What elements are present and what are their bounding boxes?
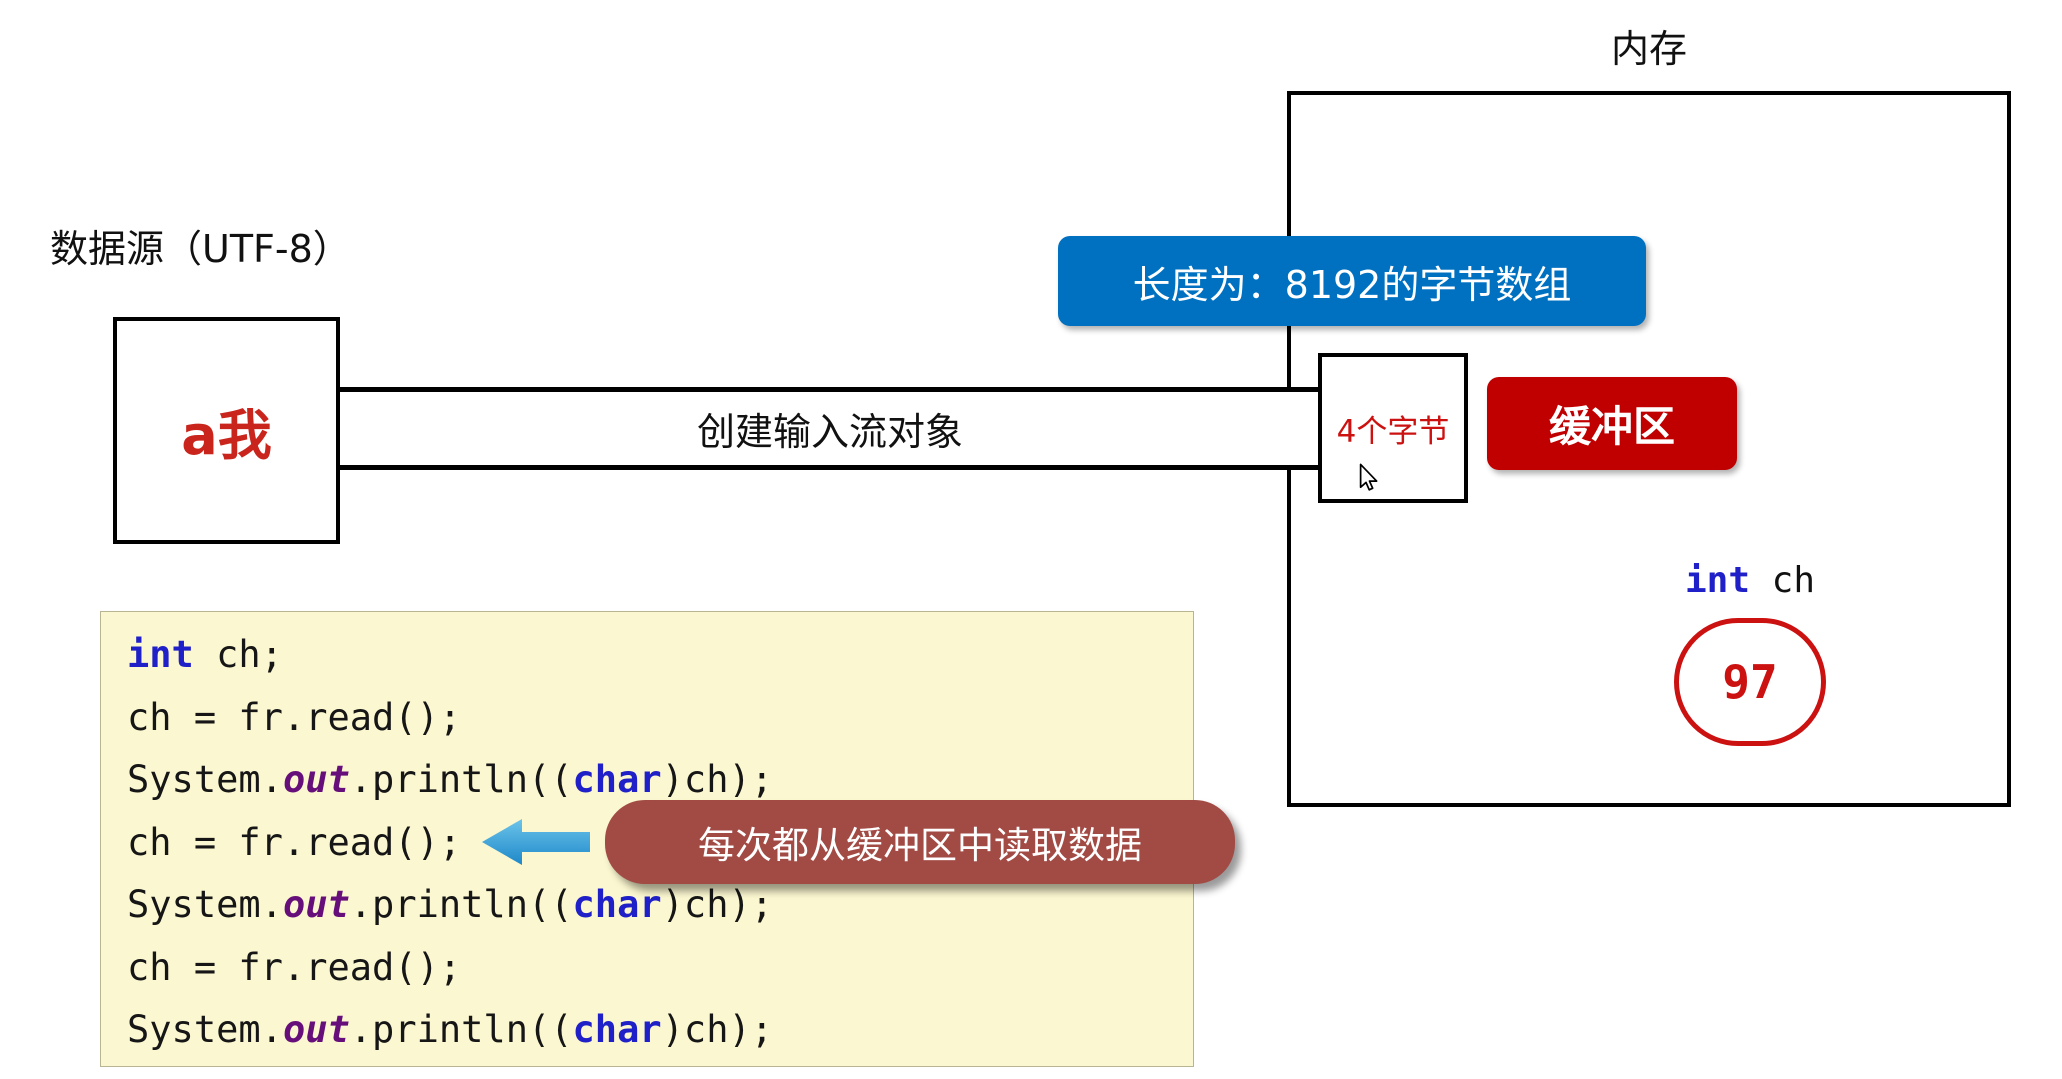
code-line: System.out.println((char)ch); (127, 758, 774, 801)
code-line: ch = fr.read(); (127, 820, 462, 864)
four-bytes-label: 4个字节 (1336, 413, 1450, 450)
buffer-badge-label: 缓冲区 (1548, 402, 1675, 451)
four-bytes-box: 4个字节 (1318, 353, 1468, 503)
byte-array-badge: 长度为：8192的字节数组 (1058, 236, 1646, 326)
code-line: int ch; (127, 633, 283, 676)
code-line: ch = fr.read(); (127, 695, 462, 739)
value-text: 97 (1722, 655, 1778, 709)
data-source-content: a我 (181, 404, 272, 467)
buffer-badge: 缓冲区 (1487, 377, 1737, 470)
input-stream-pipe: 创建输入流对象 (338, 387, 1322, 470)
input-stream-pipe-label: 创建输入流对象 (696, 410, 963, 454)
callout-text: 每次都从缓冲区中读取数据 (698, 824, 1142, 867)
code-line: System.out.println((char)ch); (127, 883, 774, 926)
memory-title: 内存 (1610, 27, 1687, 71)
byte-array-badge-label: 长度为：8192的字节数组 (1132, 262, 1572, 307)
code-line: ch = fr.read(); (127, 945, 462, 989)
variable-label: int ch (1620, 560, 1880, 601)
mouse-cursor-icon (1359, 463, 1378, 491)
code-lines: int ch; ch = fr.read(); System.out.println… (127, 624, 1193, 1062)
data-source-label: 数据源（UTF-8） (50, 227, 351, 271)
callout-badge: 每次都从缓冲区中读取数据 (605, 800, 1235, 884)
data-source-box: a我 (113, 317, 340, 544)
value-oval: 97 (1674, 618, 1826, 746)
code-line: System.out.println((char)ch); (127, 1008, 774, 1051)
arrow-left-icon (482, 819, 590, 865)
variable-name: ch (1750, 560, 1816, 601)
variable-keyword: int (1684, 560, 1750, 601)
